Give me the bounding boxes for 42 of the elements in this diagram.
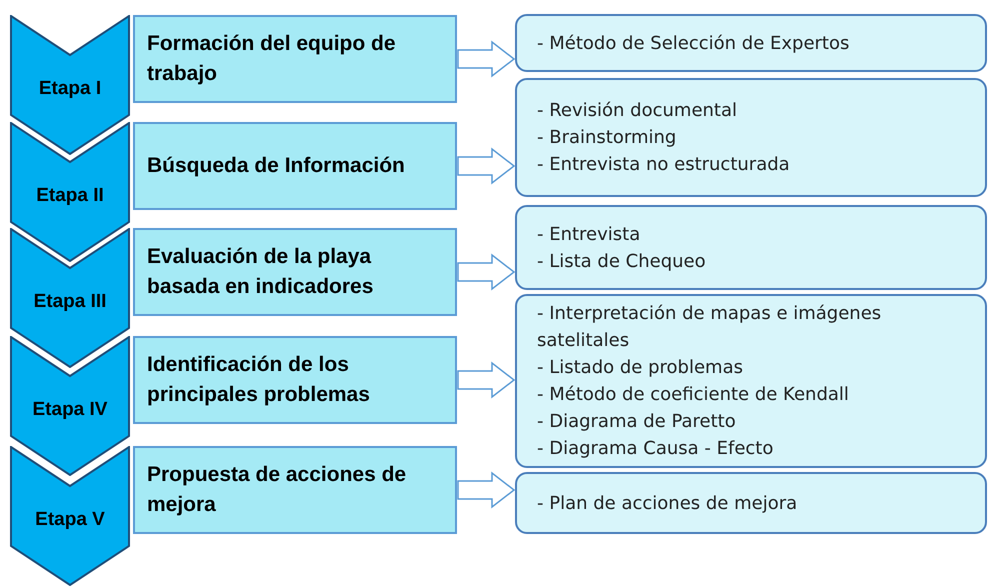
step-title: Propuesta de acciones de mejora <box>147 462 408 518</box>
step-box <box>133 228 457 316</box>
step-box <box>133 336 457 424</box>
list-item: - Entrevista <box>537 222 642 246</box>
step-box <box>133 15 457 103</box>
block-arrow <box>457 253 516 291</box>
stage-label: Etapa I <box>38 77 102 101</box>
block-arrow <box>457 40 516 78</box>
block-arrow <box>457 147 516 185</box>
step-title: Búsqueda de Información <box>147 153 406 179</box>
list-item: - Interpretación de mapas e imágenes satelitales <box>537 302 882 353</box>
list-item: - Lista de Chequeo <box>537 250 707 274</box>
chevron-shape <box>10 446 130 586</box>
method-box <box>515 205 987 290</box>
chevron-shape <box>10 122 130 262</box>
block-arrow <box>457 471 516 509</box>
method-box <box>515 294 987 468</box>
list-item: - Brainstorming <box>537 126 678 150</box>
step-box <box>133 122 457 210</box>
method-box <box>515 14 987 72</box>
list-item: - Método de Selección de Expertos <box>537 32 850 56</box>
step-title: Formación del equipo de trabajo <box>147 31 397 87</box>
step-title: Evaluación de la playa basada en indicadores <box>147 244 374 300</box>
list-item: - Diagrama de Paretto <box>537 410 737 434</box>
list-item: - Plan de acciones de mejora <box>537 492 798 516</box>
list-item: - Revisión documental <box>537 99 738 123</box>
chevron-shape <box>10 336 130 476</box>
list-item: - Listado de problemas <box>537 356 744 380</box>
stage-label: Etapa II <box>35 184 105 208</box>
stage-label: Etapa IV <box>32 398 108 422</box>
block-arrow <box>457 361 516 399</box>
chevron-shape <box>10 228 130 368</box>
chevron-shape <box>10 15 130 155</box>
stage-label: Etapa V <box>34 508 106 532</box>
step-box <box>133 446 457 534</box>
stage-label: Etapa III <box>32 290 108 314</box>
step-title: Identificación de los principales problemas <box>147 352 371 408</box>
list-item: - Diagrama Causa - Efecto <box>537 437 774 461</box>
list-item: - Método de coeficiente de Kendall <box>537 383 850 407</box>
method-box <box>515 472 987 534</box>
list-item: - Entrevista no estructurada <box>537 153 791 177</box>
method-box <box>515 78 987 197</box>
